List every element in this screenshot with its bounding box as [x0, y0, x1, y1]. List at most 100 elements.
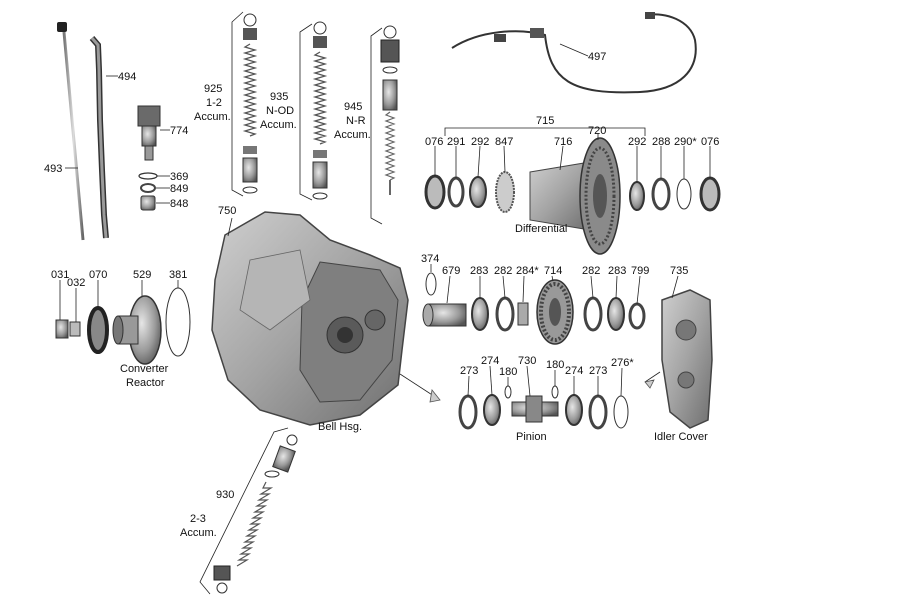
shim-part-284: [517, 302, 529, 326]
label-930-accum: Accum.: [180, 527, 217, 539]
caption-idler-cover: Idler Cover: [654, 431, 708, 443]
label-925: 925: [204, 83, 222, 95]
idler-cover-part-735: [661, 289, 713, 429]
shaft-part-679: [422, 303, 467, 327]
label-273-left: 273: [460, 365, 478, 377]
shim-part-290: [676, 178, 692, 210]
label-925-type: 1-2: [206, 97, 222, 109]
label-849: 849: [170, 183, 188, 195]
label-945-type: N-R: [346, 115, 366, 127]
label-730: 730: [518, 355, 536, 367]
o-ring-part-180-left: [504, 385, 512, 399]
bearing-group-idler-left: [471, 296, 529, 332]
label-369: 369: [170, 171, 188, 183]
o-ring-part-374: [425, 272, 437, 296]
label-284: 284*: [516, 265, 539, 277]
sensor-part-774: [137, 105, 161, 161]
caption-differential: Differential: [515, 223, 567, 235]
label-291: 291: [447, 136, 465, 148]
pinion-bearings-right: [551, 385, 629, 430]
race-part-273-left: [458, 394, 478, 430]
race-part-273-right: [588, 394, 608, 430]
label-070: 070: [89, 269, 107, 281]
dipstick-tube-part-494: [89, 36, 109, 239]
label-076-right: 076: [701, 136, 719, 148]
bearing-part-274-right: [565, 394, 583, 426]
idler-gear-part-714: [536, 279, 574, 345]
label-274-right: 274: [565, 365, 583, 377]
label-292-left: 292: [471, 136, 489, 148]
label-274-left: 274: [481, 355, 499, 367]
label-679: 679: [442, 265, 460, 277]
bearing-part-292-left: [469, 176, 487, 208]
bushing-part-031: [55, 319, 69, 339]
label-847: 847: [495, 136, 513, 148]
race-part-291: [447, 176, 465, 208]
caption-pinion: Pinion: [516, 431, 547, 443]
converter-reactor-part-529: [112, 295, 162, 365]
label-290: 290*: [674, 136, 697, 148]
pinion-shaft-part-730: [511, 395, 559, 423]
label-180-right: 180: [546, 359, 564, 371]
accumulator-part-925: [231, 11, 258, 197]
label-714: 714: [544, 265, 562, 277]
label-282-right: 282: [582, 265, 600, 277]
label-292-right: 292: [628, 136, 646, 148]
label-282-left: 282: [494, 265, 512, 277]
bearing-part-274-left: [483, 394, 501, 426]
label-494: 494: [118, 71, 136, 83]
label-735: 735: [670, 265, 688, 277]
seal-part-076-left: [424, 174, 446, 210]
label-848: 848: [170, 198, 188, 210]
caption-bell-housing: Bell Hsg.: [318, 421, 362, 433]
label-076-left: 076: [425, 136, 443, 148]
label-935: 935: [270, 91, 288, 103]
seal-part-076-right: [699, 176, 721, 212]
label-750: 750: [218, 205, 236, 217]
part-labels: 493 494 774 369 849 848 925 1-2 Accum. 9…: [44, 51, 719, 539]
label-374: 374: [421, 253, 439, 265]
label-273-right: 273: [589, 365, 607, 377]
cable-part-497: [451, 12, 697, 94]
group-captions: Differential Converter Reactor Bell Hsg.…: [120, 223, 708, 443]
pinion-bearings-left: [458, 385, 512, 430]
label-716: 716: [554, 136, 572, 148]
label-276: 276*: [611, 357, 634, 369]
spacer-part-032: [69, 321, 81, 337]
bell-housing-part-750: [211, 211, 409, 426]
label-774: 774: [170, 125, 188, 137]
bearing-group-idler-right: [583, 296, 646, 332]
label-283-left: 283: [470, 265, 488, 277]
accumulator-part-930: [199, 427, 298, 595]
caption-converter: Converter: [120, 363, 169, 375]
seal-part-070: [87, 306, 109, 354]
label-529: 529: [133, 269, 151, 281]
label-720: 720: [588, 125, 606, 137]
differential-assembly-716-720: [529, 137, 621, 255]
label-930-type: 2-3: [190, 513, 206, 525]
shim-part-799: [628, 302, 646, 330]
o-ring-part-180-right: [551, 385, 559, 399]
o-ring-part-381: [165, 287, 191, 357]
race-part-288: [651, 177, 671, 211]
bearing-part-283-right: [607, 297, 625, 331]
label-715: 715: [536, 115, 554, 127]
gear-part-847: [495, 171, 515, 213]
label-945-accum: Accum.: [334, 129, 371, 141]
accumulator-part-945: [370, 25, 400, 225]
shim-part-276: [613, 395, 629, 429]
label-799: 799: [631, 265, 649, 277]
clip-part-849: [140, 183, 156, 193]
race-part-282-left: [495, 296, 515, 332]
label-935-accum: Accum.: [260, 119, 297, 131]
label-935-type: N-OD: [266, 105, 294, 117]
label-945: 945: [344, 101, 362, 113]
label-031: 031: [51, 269, 69, 281]
label-493: 493: [44, 163, 62, 175]
label-180-left: 180: [499, 366, 517, 378]
label-288: 288: [652, 136, 670, 148]
label-497: 497: [588, 51, 606, 63]
label-930: 930: [216, 489, 234, 501]
label-925-accum: Accum.: [194, 111, 231, 123]
